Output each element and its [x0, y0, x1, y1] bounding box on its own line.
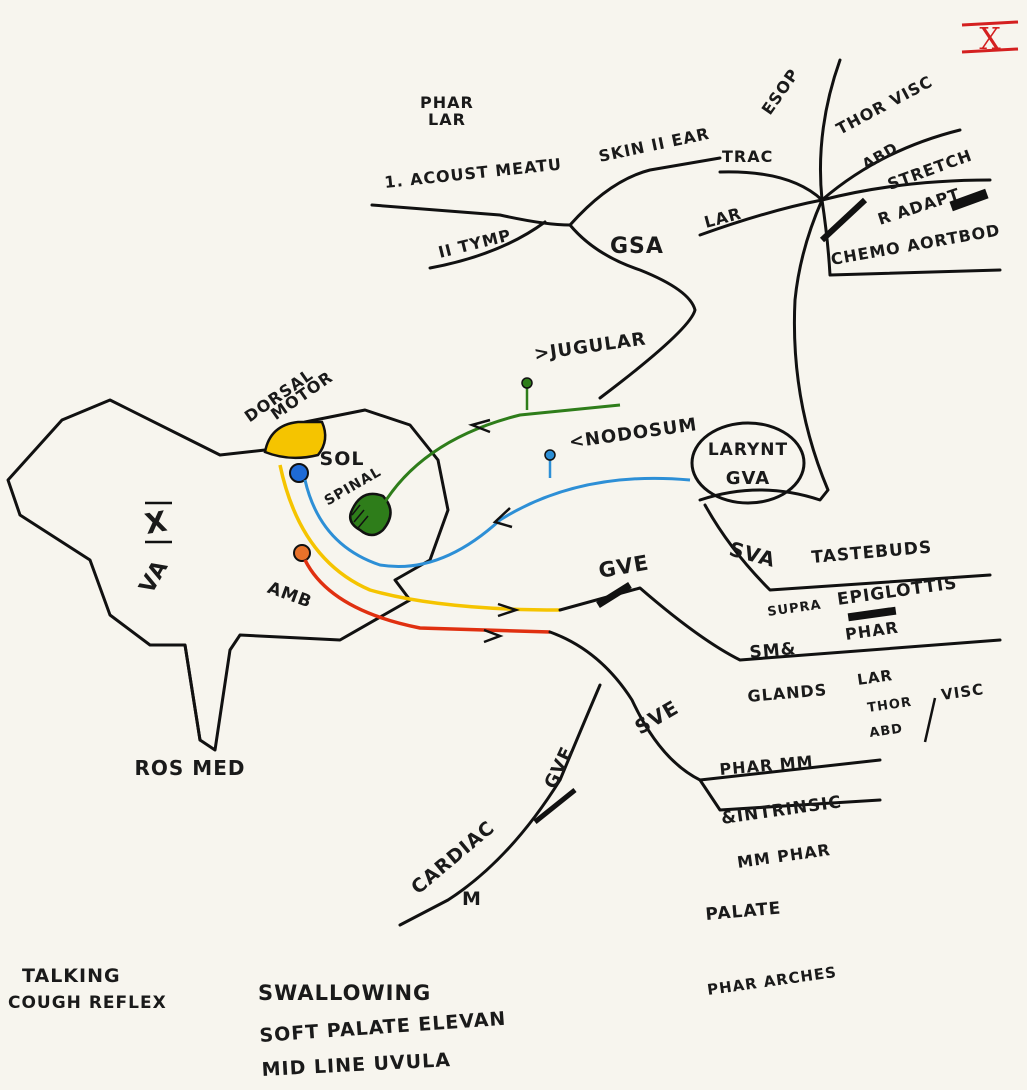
gve-phar-label: PHAR [844, 618, 900, 644]
sve-trunk [548, 630, 882, 782]
sva-tastebuds-label: TASTEBUDS [811, 538, 933, 568]
gve-thor-label: THOR [866, 695, 912, 716]
sve-intrinsic-label: &INTRINSIC [720, 792, 843, 829]
gva-trunk [698, 198, 830, 502]
gva-marker [819, 197, 868, 243]
soft-palate-label: SOFT PALATE ELEVAN [259, 1008, 507, 1047]
cardiac-branch [398, 683, 602, 927]
sva-label: SVA [727, 537, 779, 572]
swallowing-label: SWALLOWING [258, 981, 431, 1005]
sve-arrow [483, 628, 504, 644]
gva-branch-chemo [820, 198, 1002, 277]
gva-abd-label: ABD [859, 139, 901, 174]
sve-phar-arches-label: PHAR ARCHES [706, 963, 838, 999]
gve-trunk [558, 586, 1002, 662]
gva-branch-esop [819, 58, 842, 202]
sva-highlight [847, 606, 897, 622]
gve-sm-label: SM& [749, 639, 798, 663]
gsa-upper-branch [568, 156, 722, 227]
gve-abd-label: ABD [868, 721, 904, 741]
nucleus-hatching [351, 504, 369, 529]
jugular-arrow [468, 418, 491, 434]
gsa-auricular-line [370, 203, 572, 227]
title-numeral-text: X [979, 22, 1001, 57]
sve-lower-branch [698, 778, 882, 812]
cardiac-marker [533, 788, 577, 824]
sve-phar-mm-label: PHAR MM [719, 752, 815, 779]
gva-adapt-highlight [949, 188, 989, 212]
brainstem-va-label: VA [135, 556, 174, 598]
solitary-label: SOL [320, 448, 365, 470]
jugular-ganglion [521, 377, 533, 389]
gva-branch-trac [718, 170, 824, 202]
sve-mm-phar-label: MM PHAR [736, 840, 832, 872]
gva-esop-label: ESOP [758, 65, 803, 118]
gva-chemo-label: CHEMO AORTBOD [829, 220, 1001, 269]
nodosum-ganglion [544, 449, 556, 461]
gve-arrow [497, 602, 520, 618]
gsa-phar-label: PHAR [420, 93, 474, 112]
gve-visc-label: VISC [940, 680, 985, 704]
gva-laryngeal-label: LARYNT [708, 440, 788, 460]
sva-epiglottis-label: EPIGLOTTIS [836, 573, 959, 610]
ext-tympanic-label: SKIN II EAR [597, 124, 711, 166]
ambiguus-fiber [303, 559, 551, 634]
nodosum-label: <NODOSUM [568, 414, 699, 453]
cough-reflex-label: COUGH REFLEX [8, 993, 167, 1013]
sve-palate-label: PALATE [705, 898, 782, 925]
gva-adapt-label: R ADAPT [875, 184, 962, 229]
gsa-lar-label: LAR [428, 110, 466, 129]
midline-cleft [183, 643, 202, 742]
gsa-trunk [568, 223, 697, 400]
title-numeral: X [961, 20, 1019, 57]
ambiguus-nucleus-dot [293, 544, 311, 562]
jugular-fiber [378, 403, 621, 511]
nodosum-fiber [303, 476, 691, 569]
gva-thor-visc-label: THOR VISC [833, 72, 936, 139]
ros-med-label: ROS MED [135, 756, 246, 780]
gva-branch-abd [820, 178, 992, 202]
jugular-label: >JUGULAR [533, 328, 648, 365]
dorsal-motor-nucleus [263, 420, 327, 460]
gve-label: GVE [597, 550, 651, 582]
gva-trac-label: TRAC [722, 147, 773, 166]
gva-circle [690, 421, 806, 505]
brainstem-outline [6, 398, 450, 752]
sva-supra-label: SUPRA [766, 598, 822, 620]
nodosum-arrow [492, 507, 513, 529]
sva-trunk [703, 503, 992, 592]
ambiguus-label: AMB [265, 578, 315, 613]
gve-lar-label: LAR [856, 666, 894, 689]
talking-label: TALKING [22, 965, 121, 987]
cardiac-m-label: M [462, 888, 482, 910]
dorsal-motor-fiber [278, 464, 561, 612]
gva-branch-lar [698, 198, 824, 237]
gve-marker [596, 582, 632, 608]
cardiac-gve-label: GVE [540, 743, 578, 792]
solitary-nucleus-dot [289, 463, 309, 483]
cardiac-label: CARDIAC [407, 817, 499, 899]
midline-uvula-label: MID LINE UVULA [261, 1049, 451, 1081]
sve-label: SVE [631, 695, 683, 739]
brainstem-numeral: X [142, 504, 170, 540]
gve-glands-label: GLANDS [747, 680, 828, 706]
gsa-tympanic-line [428, 220, 547, 270]
auricular-label: 1. ACOUST MEATU [383, 154, 562, 192]
gve-visc-bracket [923, 697, 937, 743]
gsa-label: GSA [610, 234, 664, 259]
gva-label: GVA [726, 468, 770, 489]
gva-branch-visc [820, 128, 962, 202]
